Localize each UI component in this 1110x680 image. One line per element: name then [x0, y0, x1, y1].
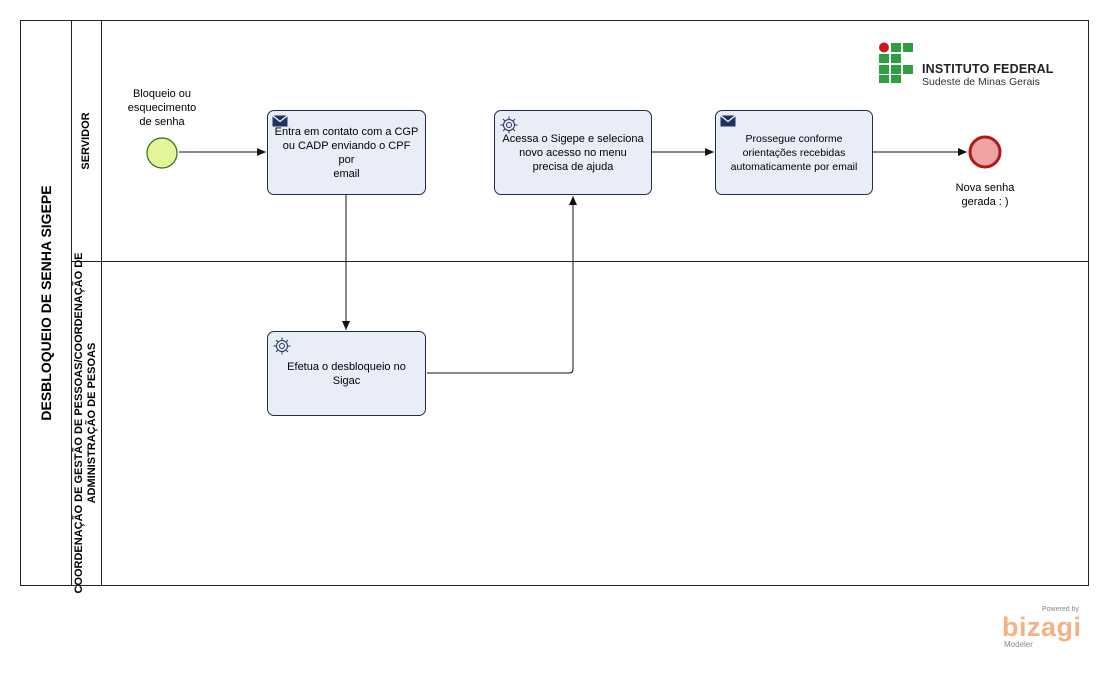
logo-subtitle: Sudeste de Minas Gerais [922, 76, 1040, 88]
task-text: Prossegue conforme orientações recebidas… [730, 132, 858, 173]
start-event[interactable] [145, 136, 179, 170]
task-prossegue-orientacoes[interactable]: Prossegue conforme orientações recebidas… [715, 110, 873, 195]
envelope-icon [720, 115, 736, 127]
task-desbloqueio-sigac[interactable]: Efetua o desbloqueio no Sigac [267, 331, 426, 416]
pool [20, 20, 1089, 586]
gear-icon [273, 337, 291, 355]
flow-task2-to-task3 [427, 196, 577, 374]
powered-by-text: Powered by [1042, 606, 1079, 613]
end-event[interactable] [967, 134, 1003, 170]
envelope-icon [272, 115, 288, 127]
task-text: Entra em contato com a CGP ou CADP envia… [274, 125, 419, 180]
instituto-federal-logo-icon [879, 42, 913, 83]
task-acessa-sigepe[interactable]: Acessa o Sigepe e seleciona novo acesso … [494, 110, 652, 195]
logo-name: INSTITUTO FEDERAL [922, 62, 1054, 76]
pool-header [20, 20, 72, 586]
gear-icon [500, 116, 518, 134]
start-event-label: Bloqueio ou esquecimento de senha [127, 88, 197, 128]
lane-headers [71, 20, 102, 586]
task-contact-cgp[interactable]: Entra em contato com a CGP ou CADP envia… [267, 110, 426, 195]
task-text: Efetua o desbloqueio no Sigac [287, 360, 406, 387]
end-event-label: Nova senha gerada : ) [955, 182, 1015, 208]
task-text: Acessa o Sigepe e seleciona novo acesso … [502, 132, 644, 173]
lane-divider [71, 261, 1089, 262]
modeler-text: Modeler [1004, 640, 1033, 649]
bizagi-logo: bizagi [1002, 612, 1082, 642]
